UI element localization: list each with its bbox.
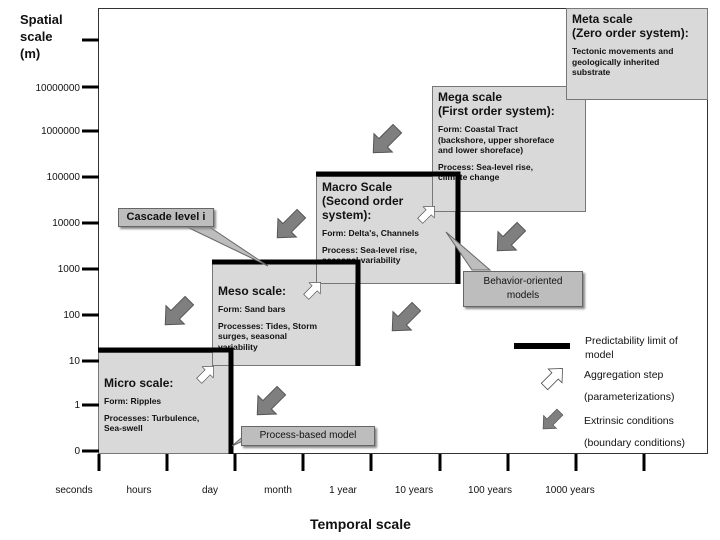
extrinsic-arrow-icon: [276, 208, 307, 239]
box-text-line: seasonal variability: [322, 255, 401, 265]
x-tick-label: day: [201, 485, 219, 496]
extrinsic-arrow-icon: [256, 385, 287, 416]
box-text-line: Processes: Tides, Storm: [218, 320, 318, 331]
x-tick-label: hours: [126, 485, 152, 496]
box-text-line: Processes: Turbulence,: [104, 412, 200, 423]
box-title-line: Macro Scale: [322, 180, 393, 194]
box-title-line: system):: [322, 208, 372, 222]
box-text-line: Process: Sea-level rise,: [438, 161, 533, 172]
y-tick-label: 0: [74, 446, 80, 457]
callout-line: models: [506, 290, 540, 301]
micro-scale-box: Micro scale: Form: Ripples Processes: Tu…: [98, 352, 230, 454]
legend-extrinsic-label: Extrinsic conditions (boundary condition…: [584, 414, 685, 450]
behavior-callout-pointer: [445, 231, 492, 271]
box-title-line: Mega scale: [438, 90, 503, 104]
x-tick-label: 10 years: [394, 485, 434, 496]
aggregation-arrow-icon: [303, 282, 321, 300]
behavior-models-callout: Behavior-oriented models: [463, 271, 583, 307]
legend-line: Predictability limit of: [585, 335, 678, 347]
legend-line: (boundary conditions): [584, 437, 685, 449]
plot-frame: [98, 8, 708, 454]
legend-line: (parameterizations): [584, 391, 675, 403]
box-text-line: surges, seasonal: [218, 331, 287, 341]
meta-scale-box: Meta scale (Zero order system): Tectonic…: [566, 8, 708, 100]
box-title: Micro scale:: [104, 376, 174, 390]
legend-line: Aggregation step: [584, 369, 664, 381]
y-axis-title: Spatial scale (m): [20, 11, 63, 62]
box-text-line: substrate: [572, 67, 611, 77]
box-text: Form: Sand bars Processes: Tides, Storm …: [218, 304, 350, 352]
box-text-line: (backshore, upper shoreface: [438, 134, 555, 145]
box-text-line: Process: Sea-level rise,: [322, 244, 417, 255]
legend-predictability-label: Predictability limit of model: [585, 334, 678, 362]
extrinsic-arrow-icon: [164, 295, 195, 326]
y-tick-label: 100000: [46, 172, 80, 183]
legend-line: model: [585, 349, 614, 361]
box-title-line: Meta scale: [572, 12, 633, 26]
box-text: Form: Coastal Tract (backshore, upper sh…: [438, 124, 580, 183]
extrinsic-arrow-icon: [496, 221, 527, 252]
extrinsic-arrow-icon: [391, 301, 422, 332]
y-axis-title-line: scale: [20, 29, 53, 44]
extrinsic-arrow-icon: [372, 123, 403, 154]
box-text-line: Form: Ripples: [104, 396, 162, 406]
legend-line: Extrinsic conditions: [584, 415, 674, 427]
legend-aggregation-arrow-icon: [540, 368, 563, 391]
meso-predictability-limit: [212, 259, 361, 366]
aggregation-arrow-icon: [417, 206, 435, 224]
box-text-line: Form: Sand bars: [218, 304, 286, 314]
box-text-line: Tectonic movements and: [572, 46, 674, 56]
box-text: Form: Delta's, Channels Process: Sea-lev…: [322, 228, 450, 266]
x-tick-label: seconds: [55, 485, 93, 496]
box-title: Mega scale (First order system):: [438, 90, 580, 118]
box-text-line: climate change: [438, 172, 500, 182]
box-text-line: variability: [218, 341, 258, 352]
box-title-line: (Second order: [322, 194, 404, 208]
y-tick-label: 10000: [52, 218, 80, 229]
box-text-line: and lower shoreface): [438, 145, 524, 155]
x-tick-label: 100 years: [468, 485, 512, 496]
box-text-line: Form: Coastal Tract: [438, 124, 518, 134]
process-model-callout: Process-based model: [241, 426, 375, 446]
box-title: Meta scale (Zero order system):: [572, 12, 702, 40]
x-tick-label: 1 year: [329, 485, 357, 496]
box-text: Form: Ripples Processes: Turbulence, Sea…: [104, 396, 224, 434]
y-axis-title-line: (m): [20, 46, 41, 61]
y-axis-title-line: Spatial: [20, 12, 63, 27]
y-tick-label: 10000000: [35, 83, 81, 94]
y-tick-label: 1000000: [41, 126, 80, 137]
box-title-line: (First order system):: [438, 104, 555, 118]
x-tick-label: 1000 years: [545, 485, 595, 496]
macro-predictability-limit: [316, 171, 461, 284]
box-text: Tectonic movements and geologically inhe…: [572, 46, 702, 78]
box-title: Macro Scale (Second order system):: [322, 180, 450, 222]
box-text-line: Form: Delta's, Channels: [322, 228, 419, 238]
micro-predictability-limit: [98, 347, 234, 454]
y-tick-label: 100: [63, 310, 80, 321]
legend-extrinsic-arrow-icon: [542, 408, 564, 430]
y-tick-label: 10: [68, 356, 80, 367]
y-tick-label: 1: [74, 400, 80, 411]
x-tick-label: month: [264, 485, 292, 496]
cascade-level-callout: Cascade level i: [118, 208, 214, 227]
y-tick-label: 1000: [57, 264, 80, 275]
aggregation-arrow-icon: [196, 366, 214, 384]
legend-aggregation-label: Aggregation step (parameterizations): [584, 368, 674, 404]
box-title-line: (Zero order system):: [572, 26, 689, 40]
box-text-line: geologically inherited: [572, 56, 660, 67]
box-title: Meso scale:: [218, 284, 287, 298]
callout-line: Behavior-oriented: [483, 276, 563, 287]
x-axis-title: Temporal scale: [310, 516, 411, 532]
box-text-line: Sea-swell: [104, 423, 143, 433]
